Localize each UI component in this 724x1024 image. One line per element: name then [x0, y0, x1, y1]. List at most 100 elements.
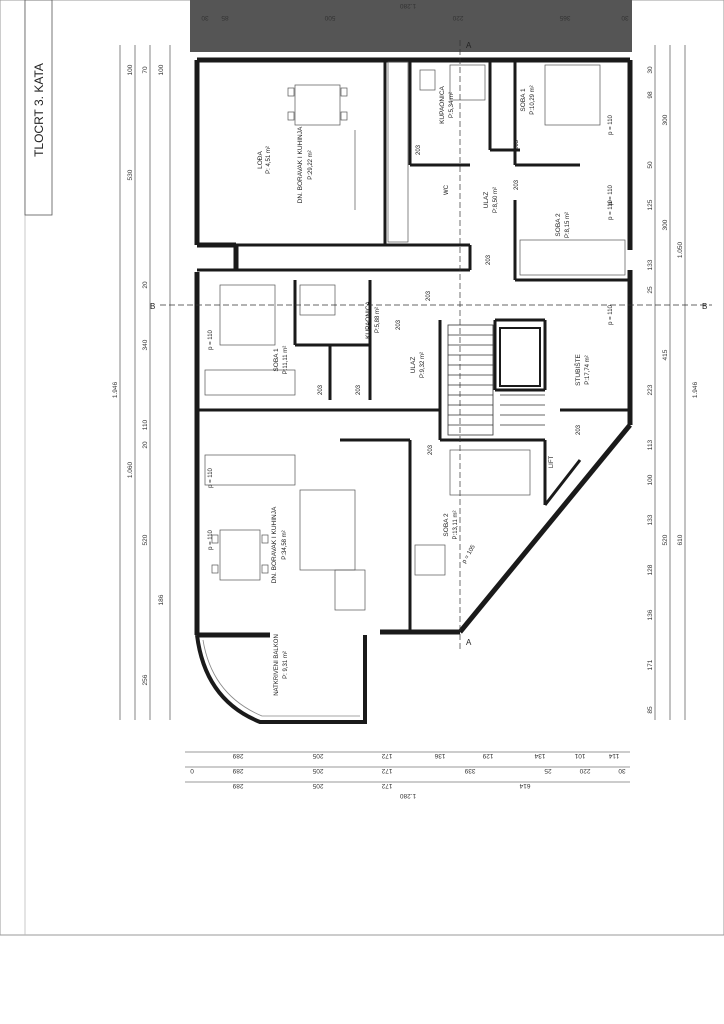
left-dim-4: 20: [142, 441, 149, 449]
right-dim-12: 100: [647, 474, 654, 485]
sheet-title: TLOCRT 3. KATA: [32, 63, 46, 157]
top-dim-4: 220: [452, 14, 463, 21]
room-area-ulaz-top: P:8,50 m²: [493, 187, 499, 213]
left-dimension-labels: 256 186 520 20 1.060 110 340 20 530 100 …: [112, 64, 165, 685]
left-dim-12: 100: [158, 64, 165, 75]
bottom-dim-r2-3: 205: [312, 767, 323, 774]
right-dim-5: 125: [647, 199, 654, 210]
right-dim-8: 25: [647, 286, 654, 294]
room-name-balkon: NATKRIVENI BALKON: [274, 634, 280, 696]
top-dim-6: 30: [621, 14, 629, 21]
left-dim-10: 100: [127, 64, 134, 75]
balcony-inner-line: [202, 639, 360, 717]
door-tag-3: 203: [514, 179, 520, 190]
bottom-dim-r1-7: 101: [574, 752, 585, 759]
bottom-dim-r2-6: 25: [544, 767, 552, 774]
left-dim-11: 70: [142, 66, 149, 74]
door-tag-6: 203: [396, 319, 402, 330]
top-dim-total: 1.280: [399, 2, 416, 9]
room-name-stubiste: STUBIŠTE: [573, 353, 582, 385]
right-dim-17: 85: [647, 706, 654, 714]
left-dim-8: 20: [142, 281, 149, 289]
left-dim-7: 340: [142, 339, 149, 350]
room-name-ulaz-mid: ULAZ: [410, 357, 417, 374]
bottom-dim-r1-4: 136: [434, 752, 445, 759]
window-tag-1: p = 110: [608, 114, 614, 134]
room-area-boravak-top: P:29,22 m²: [308, 150, 314, 179]
door-tag-10: 203: [576, 424, 582, 435]
room-name-soba2-top: SOBA 2: [555, 213, 562, 237]
bottom-dim-r2-5: 339: [464, 767, 475, 774]
right-dim-mid-1: 1.050: [677, 241, 684, 258]
interior-walls: [197, 60, 630, 632]
right-dim-11: 113: [647, 439, 654, 450]
right-dim-1: 30: [647, 66, 654, 74]
bottom-dim-r3-1: 289: [232, 782, 243, 789]
left-dim-2: 186: [158, 594, 165, 605]
room-name-soba2-bot: SOBA 2: [443, 513, 450, 537]
window-tag-4: p = 110: [208, 329, 214, 349]
bottom-dim-r1-1: 289: [232, 752, 243, 759]
bottom-dim-r2-8: 30: [618, 767, 626, 774]
top-dim-1: 30: [201, 14, 209, 21]
window-tag-2: p = 110: [608, 184, 614, 204]
door-tags: 203 203 203 203 203 203 203 203 203 203: [318, 139, 582, 455]
room-area-soba1-top: P:10,29 m²: [530, 85, 536, 114]
room-area-soba2-bot: P:13,11 m²: [453, 511, 459, 540]
room-name-wc: WC: [444, 184, 450, 195]
room-area-soba2-top: P:8,15 m²: [565, 212, 571, 238]
neighbor-building-block: [190, 0, 632, 52]
bottom-dim-r2-1: 0: [190, 767, 194, 774]
left-dim-total: 1.946: [112, 381, 119, 398]
door-tag-9: 203: [428, 444, 434, 455]
left-dim-5: 1.060: [127, 461, 134, 478]
right-dim-3: 300: [662, 114, 669, 125]
bottom-dim-r3-3: 172: [381, 782, 392, 789]
room-area-loda: P: 4,51 m²: [266, 146, 272, 174]
top-dim-2: 85: [221, 14, 229, 21]
door-tag-2: 203: [514, 139, 520, 150]
window-tag-5: p = 110: [208, 467, 214, 487]
top-dim-3: 500: [324, 14, 335, 21]
room-name-ulaz-top: ULAZ: [483, 192, 490, 209]
left-dimension-lines: [119, 45, 171, 720]
bottom-dim-r1-3: 172: [381, 752, 392, 759]
left-dim-9: 530: [127, 169, 134, 180]
door-tag-8: 203: [356, 384, 362, 395]
room-name-loda: LOĐA: [257, 150, 264, 168]
bottom-dim-r2-2: 289: [232, 767, 243, 774]
right-dim-9: 415: [662, 349, 669, 360]
room-area-kupaonica-top: P:5,34 m²: [449, 92, 455, 118]
window-tag-8: p = 110: [608, 199, 614, 219]
balcony-outline: [195, 634, 367, 724]
door-tag-5: 203: [426, 290, 432, 301]
section-mark-b-right: B: [702, 302, 707, 311]
door-tag-1: 203: [416, 144, 422, 155]
window-tag-7: p = 105: [461, 544, 477, 565]
room-area-kupaonica-mid: P:5,88 m²: [375, 307, 381, 333]
right-dim-7: 133: [647, 259, 654, 270]
bottom-dim-r2-7: 220: [579, 767, 590, 774]
bottom-dim-total: 1.280: [399, 792, 416, 799]
right-dim-mid-3: 520: [662, 534, 669, 545]
section-mark-b-left: B: [150, 302, 155, 311]
right-dim-4: 50: [647, 161, 654, 169]
section-lines: [160, 40, 712, 650]
bottom-dim-r3-4: 614: [519, 782, 530, 789]
room-area-stubiste: P:17,74 m²: [585, 355, 591, 384]
bottom-dim-r1-5: 129: [482, 752, 493, 759]
title-block: [24, 0, 53, 216]
right-dim-mid-2: 1.946: [692, 381, 699, 398]
bottom-dim-r1-6: 134: [534, 752, 545, 759]
room-name-boravak-top: DN. BORAVAK I KUHINJA: [297, 126, 304, 203]
room-name-lift: LIFT: [549, 456, 555, 469]
left-dim-1: 256: [142, 674, 149, 685]
right-dim-15: 136: [647, 609, 654, 620]
bottom-dim-r2-4: 172: [381, 767, 392, 774]
exterior-walls: [194, 57, 633, 638]
door-tag-7: 203: [318, 384, 324, 395]
left-dim-6: 110: [142, 419, 149, 430]
right-dimension-lines: [654, 45, 686, 720]
bottom-dimension-lines: [185, 751, 630, 783]
